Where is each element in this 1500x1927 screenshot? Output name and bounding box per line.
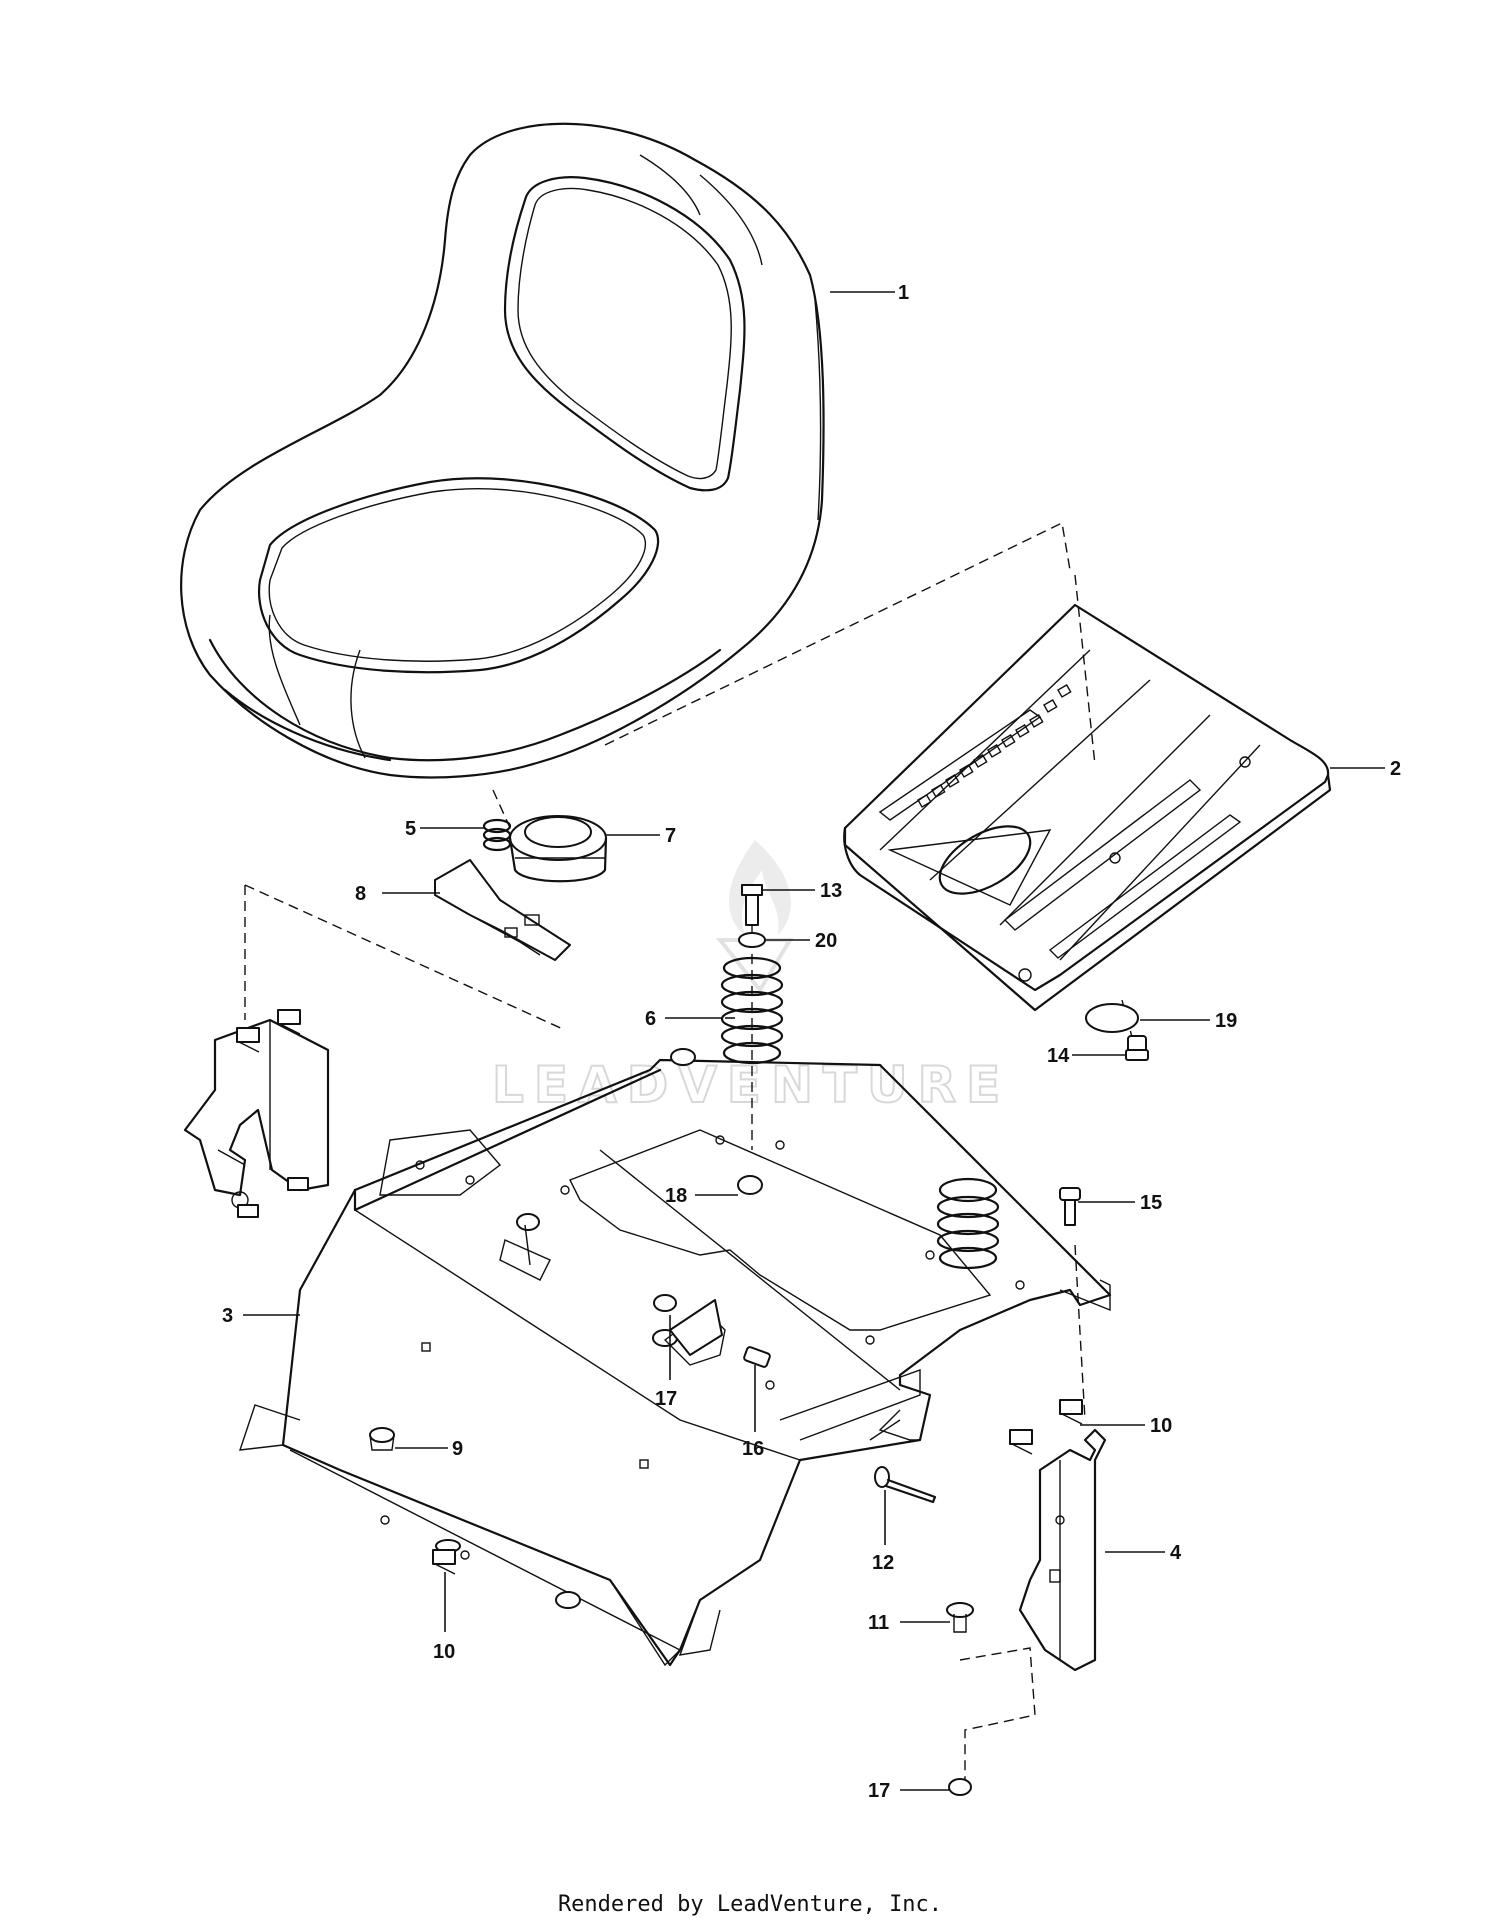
footer-credit: Rendered by LeadVenture, Inc. <box>557 1892 943 1917</box>
callout-18: 18 <box>665 1185 687 1207</box>
seat-frame[interactable] <box>238 1048 1112 1667</box>
callout-8: 8 <box>355 883 366 905</box>
latch-8[interactable] <box>434 859 571 961</box>
callout-5: 5 <box>405 818 416 840</box>
callout-17-upper: 17 <box>655 1388 677 1410</box>
bolt-14[interactable] <box>1125 1035 1149 1061</box>
watermark-text: LEADVENTURE <box>492 1056 1010 1114</box>
callout-10-right: 10 <box>1150 1415 1172 1437</box>
nut-18[interactable] <box>737 1175 763 1195</box>
callout-9: 9 <box>452 1438 463 1460</box>
pin-12[interactable] <box>874 1466 937 1504</box>
spring-on-frame <box>936 1177 1000 1270</box>
callout-13: 13 <box>820 880 842 902</box>
washer-20[interactable] <box>738 932 766 948</box>
callout-6: 6 <box>645 1008 656 1030</box>
nut-17-lower[interactable] <box>948 1778 972 1796</box>
callout-16: 16 <box>742 1438 764 1460</box>
callout-15: 15 <box>1140 1192 1162 1214</box>
plug-9[interactable] <box>369 1427 395 1451</box>
callout-12: 12 <box>872 1552 894 1574</box>
callout-20: 20 <box>815 930 837 952</box>
bolt-15[interactable] <box>1059 1187 1081 1226</box>
clip-10-right[interactable] <box>1059 1399 1083 1425</box>
callout-17-lower: 17 <box>868 1780 890 1802</box>
callout-14: 14 <box>1047 1045 1070 1067</box>
seat[interactable] <box>180 122 825 779</box>
callout-7: 7 <box>665 825 676 847</box>
clip-10-lower[interactable] <box>432 1549 456 1575</box>
callout-10-lower: 10 <box>433 1641 455 1663</box>
callout-2: 2 <box>1390 758 1401 780</box>
spring-5[interactable] <box>482 818 512 852</box>
callout-1: 1 <box>898 282 909 304</box>
bolt-13[interactable] <box>741 884 763 926</box>
leader-lines <box>243 291 1385 1791</box>
alignment-lines <box>244 521 1136 1780</box>
knob-7[interactable] <box>508 815 608 883</box>
washer-19[interactable] <box>1085 1003 1139 1033</box>
bracket-4[interactable] <box>1009 1428 1107 1672</box>
left-bracket <box>183 1009 330 1218</box>
callout-3: 3 <box>222 1305 233 1327</box>
spring-6[interactable] <box>720 956 784 1065</box>
bracket-17-16[interactable] <box>653 1294 771 1368</box>
callout-4: 4 <box>1170 1542 1182 1564</box>
bolt-11[interactable] <box>946 1602 974 1633</box>
adjustment-slots <box>917 684 1072 808</box>
seat-pan[interactable] <box>843 603 1332 1012</box>
callout-19: 19 <box>1215 1010 1237 1032</box>
callout-11: 11 <box>868 1612 889 1634</box>
